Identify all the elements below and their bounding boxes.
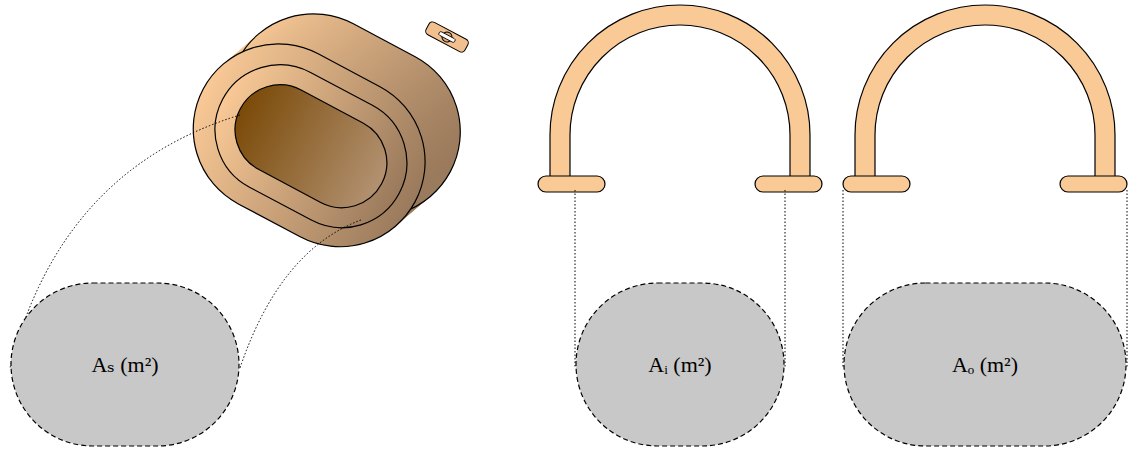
projection-line (240, 220, 361, 368)
area-region: Aₒ (m²) (843, 282, 1127, 447)
pouch-body (163, 14, 455, 277)
area-region: Aᵢ (m²) (575, 282, 785, 447)
region-shape (844, 283, 1126, 446)
clip (424, 20, 469, 53)
area-region: Aₛ (m²) (10, 282, 240, 447)
region-shape (11, 283, 239, 446)
pouch-front (163, 14, 455, 277)
region-shape (576, 283, 784, 446)
ostomy-pouch (163, 0, 490, 285)
flange-ring (192, 42, 430, 251)
area-label: Aₒ (m²) (952, 352, 1018, 378)
area-label: Aₛ (m²) (91, 352, 158, 378)
area-label: Aᵢ (m²) (648, 352, 711, 378)
stoma-opening (219, 69, 403, 224)
